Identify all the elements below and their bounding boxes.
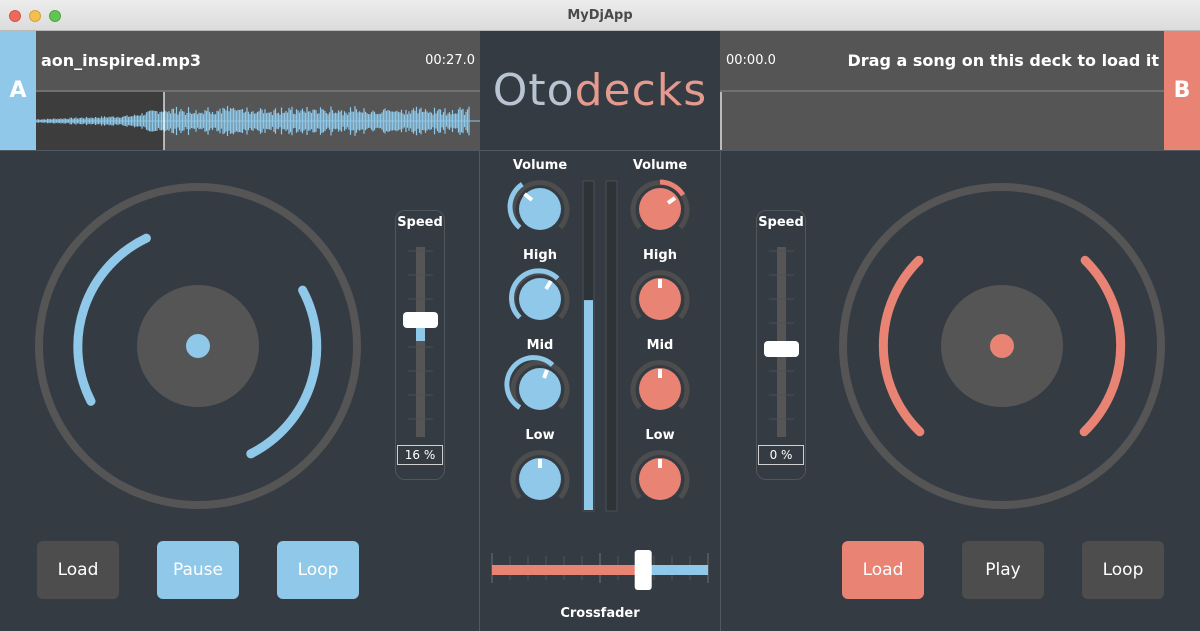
deck-a-speed-fill [416, 321, 425, 341]
deck-a-turntable[interactable] [0, 151, 480, 631]
crossfader-thumb[interactable] [634, 550, 652, 590]
deck-b-time: 00:00.0 [726, 53, 776, 68]
deck-b-tag: B [1164, 31, 1200, 150]
deck-b-level-meter [605, 180, 618, 512]
deck-a-mid-label: Mid [526, 338, 554, 353]
maximize-window-button[interactable] [49, 10, 61, 22]
deck-b-speed-control: Speed 0 % [756, 210, 806, 480]
deck-a-tag: A [0, 31, 36, 150]
deck-a-volume-knob[interactable] [507, 180, 570, 230]
deck-a-speed-thumb[interactable] [403, 312, 438, 328]
deck-a-platter-ring [35, 183, 361, 509]
close-window-button[interactable] [9, 10, 21, 22]
deck-a-spindle [186, 334, 210, 358]
deck-a-waveform-bars [36, 106, 480, 136]
deck-b-high-label: High [643, 248, 677, 263]
deck-b-mid-knob[interactable] [630, 360, 690, 410]
deck-b-panel: Speed 0 % Load Play Loop [720, 150, 1200, 631]
deck-b-header-divider [720, 90, 1164, 92]
deck-b-high-knob[interactable] [630, 270, 690, 320]
logo-panel: Otodecks [480, 31, 720, 150]
deck-b-spin-arc-right [1079, 255, 1126, 437]
deck-a-high-knob[interactable] [509, 268, 570, 320]
deck-a-track-display[interactable]: aon_inspired.mp3 00:27.0 [36, 31, 480, 150]
deck-a-panel: Speed 16 % Load Pause Loop [0, 150, 480, 631]
title-bar: MyDjApp [0, 0, 1200, 31]
deck-a-low-knob[interactable] [510, 450, 570, 500]
deck-a-speed-track [416, 247, 425, 437]
deck-b-spin-arc-left [878, 255, 925, 437]
deck-b-loop-button[interactable]: Loop [1082, 541, 1164, 599]
logo-part-decks: decks [574, 65, 708, 116]
deck-b-speed-thumb[interactable] [764, 341, 799, 357]
app-logo: Otodecks [480, 65, 720, 116]
deck-a-speed-control: Speed 16 % [395, 210, 445, 480]
deck-a-pause-button[interactable]: Pause [157, 541, 239, 599]
deck-b-waveform[interactable] [720, 92, 1164, 150]
deck-a-loop-button[interactable]: Loop [277, 541, 359, 599]
deck-b-spindle [990, 334, 1014, 358]
deck-b-play-button[interactable]: Play [962, 541, 1044, 599]
deck-a-volume-label: Volume [512, 158, 568, 173]
crossfader-left-track [492, 565, 644, 575]
deck-b-speed-slider[interactable] [757, 241, 807, 441]
mixer-panel: Volume Volume High High Mid Mid Low Low [480, 150, 720, 631]
deck-a-speed-slider[interactable] [396, 241, 446, 441]
crossfader-label: Crossfader [560, 606, 640, 621]
deck-b-mid-label: Mid [646, 338, 674, 353]
deck-b-low-knob[interactable] [630, 450, 690, 500]
deck-a-speed-value[interactable]: 16 % [397, 445, 443, 465]
deck-b-speed-value[interactable]: 0 % [758, 445, 804, 465]
deck-b-platter-ring [839, 183, 1165, 509]
mixer-controls [491, 179, 709, 590]
deck-b-turntable[interactable] [721, 151, 1200, 631]
deck-b-volume-knob[interactable] [630, 179, 690, 230]
deck-a-spin-arc-right [246, 285, 322, 459]
deck-b-load-button[interactable]: Load [842, 541, 924, 599]
deck-a-spin-arc-left [73, 233, 151, 406]
deck-a-high-label: High [523, 248, 557, 263]
logo-part-oto: Oto [492, 65, 575, 116]
crossfader-right-track [643, 565, 708, 575]
deck-b-track-display[interactable]: 00:00.0 Drag a song on this deck to load… [720, 31, 1164, 150]
deck-a-mid-knob[interactable] [504, 355, 570, 410]
deck-b-volume-label: Volume [632, 158, 688, 173]
deck-a-track-name: aon_inspired.mp3 [41, 51, 202, 70]
minimize-window-button[interactable] [29, 10, 41, 22]
deck-a-time: 00:27.0 [425, 53, 475, 68]
deck-a-low-label: Low [525, 428, 555, 443]
deck-a-level-fill [584, 300, 593, 510]
window-title: MyDjApp [567, 8, 633, 23]
deck-a-header-divider [36, 90, 480, 92]
deck-a-waveform[interactable] [36, 92, 480, 150]
crossfader[interactable] [491, 550, 709, 590]
deck-b-low-label: Low [645, 428, 675, 443]
deck-a-speed-label: Speed [397, 215, 443, 230]
deck-b-track-name: Drag a song on this deck to load it [847, 51, 1160, 70]
deck-a-load-button[interactable]: Load [37, 541, 119, 599]
deck-b-speed-label: Speed [758, 215, 804, 230]
